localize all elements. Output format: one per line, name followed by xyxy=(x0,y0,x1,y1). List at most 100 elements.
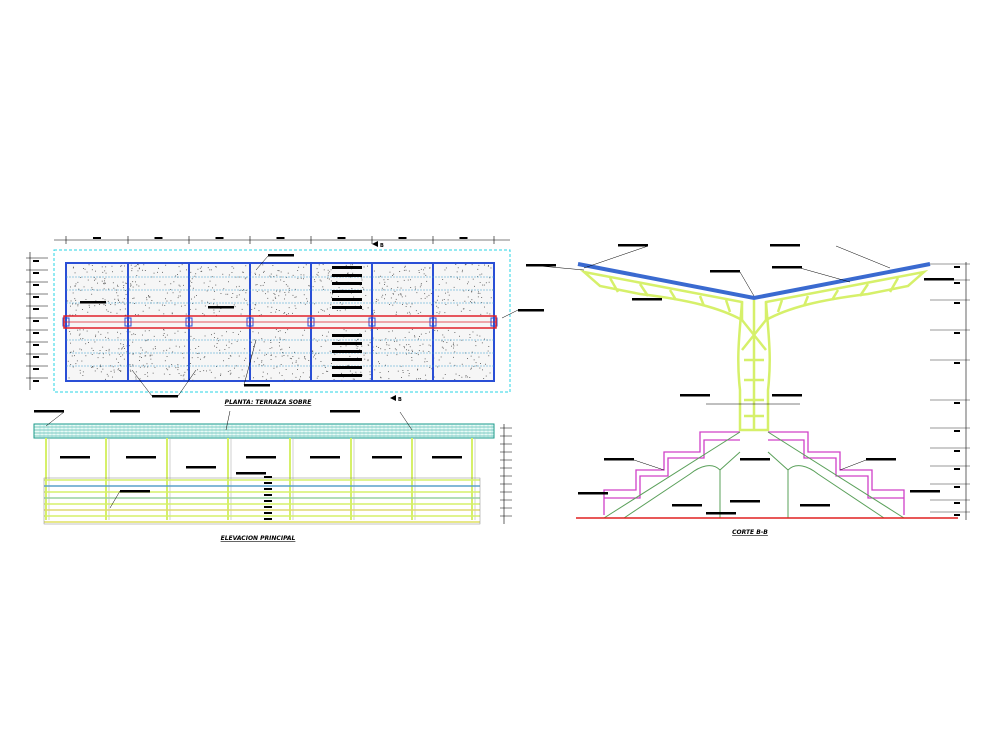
hatch-dot xyxy=(224,349,226,350)
hatch-dot xyxy=(197,357,199,358)
hatch-dot xyxy=(256,291,258,292)
hatch-dot xyxy=(240,330,241,332)
hatch-dot xyxy=(267,297,269,299)
hatch-dot xyxy=(352,264,353,266)
hatch-dot xyxy=(95,278,97,280)
hatch-dot xyxy=(142,364,144,366)
hatch-dot xyxy=(190,271,192,273)
hatch-dot xyxy=(473,359,475,361)
hatch-dot xyxy=(214,345,215,347)
hatch-dot xyxy=(80,277,82,278)
hatch-dot xyxy=(275,311,277,313)
hatch-dot xyxy=(453,286,455,288)
hatch-dot xyxy=(193,338,195,339)
hatch-dot xyxy=(393,293,394,295)
dimension-text-block xyxy=(33,332,39,334)
hatch-dot xyxy=(283,379,285,381)
hatch-dot xyxy=(287,329,289,331)
hatch-dot xyxy=(276,274,278,276)
hatch-dot xyxy=(436,312,438,313)
hatch-dot xyxy=(229,355,231,357)
plan-dimension-line-left xyxy=(26,252,48,390)
hatch-dot xyxy=(400,294,402,296)
hatch-dot xyxy=(120,356,122,357)
hatch-dot xyxy=(294,288,296,290)
hatch-dot xyxy=(420,378,421,380)
hatch-dot xyxy=(245,277,247,279)
hatch-dot xyxy=(244,298,245,300)
hatch-dot xyxy=(238,276,240,278)
hatch-dot xyxy=(471,351,473,353)
hatch-dot xyxy=(238,377,240,379)
hatch-dot xyxy=(408,349,410,351)
hatch-dot xyxy=(325,340,327,342)
hatch-dot xyxy=(456,344,458,346)
note-text-block xyxy=(186,466,216,469)
hatch-dot xyxy=(309,285,311,287)
note-text-block xyxy=(236,472,266,475)
hatch-dot xyxy=(294,305,296,307)
hatch-dot xyxy=(418,270,420,271)
hatch-dot xyxy=(201,266,202,268)
hatch-dot xyxy=(443,336,445,338)
hatch-dot xyxy=(362,287,364,288)
hatch-dot xyxy=(179,346,180,348)
hatch-dot xyxy=(410,279,411,281)
hatch-dot xyxy=(410,287,412,288)
hatch-dot xyxy=(314,281,316,283)
hatch-dot xyxy=(227,371,229,372)
hatch-dot xyxy=(130,283,132,285)
hatch-dot xyxy=(267,291,269,293)
hatch-dot xyxy=(345,345,347,347)
hatch-dot xyxy=(452,344,454,345)
note-text-block xyxy=(730,500,760,503)
hatch-dot xyxy=(459,278,461,280)
hatch-dot xyxy=(323,288,324,290)
leader-line xyxy=(501,309,519,319)
hatch-dot xyxy=(81,349,82,351)
hatch-dot xyxy=(118,368,120,370)
hatch-dot xyxy=(283,281,285,282)
hatch-dot xyxy=(331,296,333,298)
note-text-block xyxy=(604,458,634,461)
hatch-dot xyxy=(258,364,260,366)
hatch-dot xyxy=(163,313,165,315)
hatch-dot xyxy=(138,285,140,287)
hatch-dot xyxy=(170,300,172,302)
hatch-dot xyxy=(197,268,199,270)
hatch-dot xyxy=(403,279,405,281)
hatch-dot xyxy=(404,266,406,268)
hatch-dot xyxy=(77,329,79,331)
hatch-dot xyxy=(442,334,444,336)
hatch-dot xyxy=(305,264,307,266)
note-text-block xyxy=(310,456,340,459)
hatch-dot xyxy=(386,354,388,356)
leader-line xyxy=(739,271,755,297)
hatch-dot xyxy=(195,273,197,275)
hatch-dot xyxy=(304,329,305,331)
leader-line xyxy=(799,267,851,283)
hatch-dot xyxy=(417,368,419,370)
hatch-dot xyxy=(352,272,354,274)
hatch-dot xyxy=(102,271,104,273)
hatch-dot xyxy=(189,280,191,282)
hatch-dot xyxy=(392,304,394,306)
hatch-dot xyxy=(199,267,201,269)
hatch-dot xyxy=(270,354,272,356)
hatch-dot xyxy=(437,330,438,332)
hatch-dot xyxy=(142,334,143,336)
note-text-block xyxy=(910,490,940,493)
hatch-dot xyxy=(341,303,343,305)
hatch-dot xyxy=(203,357,205,359)
hatch-dot xyxy=(328,278,330,280)
hatch-dot xyxy=(145,351,147,353)
hatch-dot xyxy=(347,272,349,274)
hatch-dot xyxy=(70,364,72,365)
hatch-dot xyxy=(135,378,137,380)
hatch-dot xyxy=(238,355,240,357)
hatch-dot xyxy=(457,267,459,269)
hatch-dot xyxy=(396,340,398,342)
hatch-dot xyxy=(392,330,393,332)
hatch-dot xyxy=(119,364,121,366)
hatch-dot xyxy=(307,300,308,302)
